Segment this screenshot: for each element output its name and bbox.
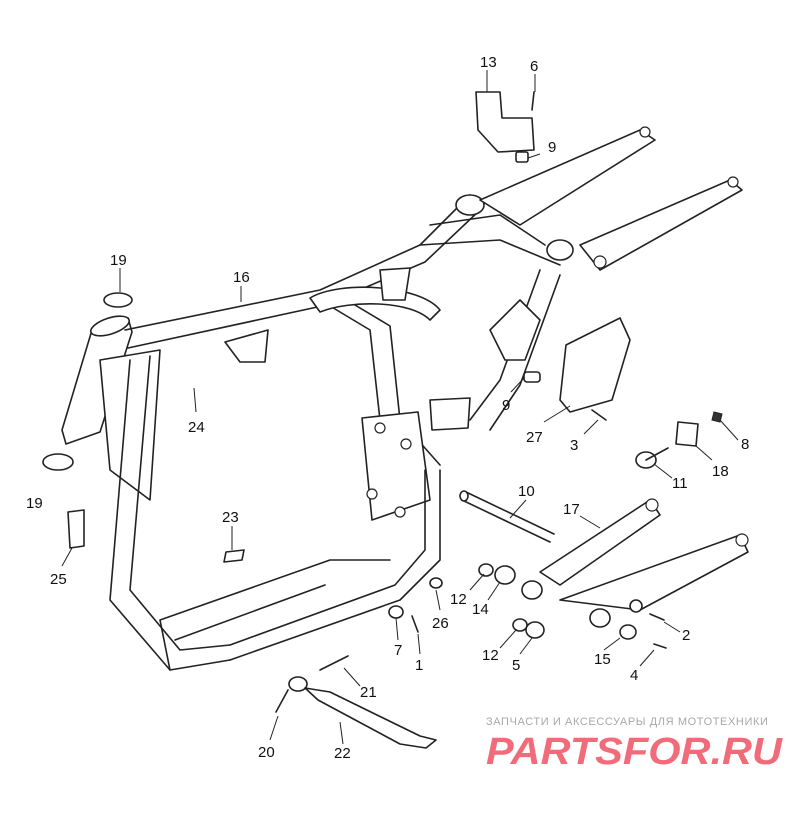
callout-20: 20 xyxy=(258,744,275,761)
leader-lines xyxy=(61,70,739,745)
callout-27: 27 xyxy=(526,429,543,446)
watermark-logo: PARTSFOR.RU xyxy=(486,731,784,773)
callout-9-lower: 9 xyxy=(502,397,510,414)
callout-15: 15 xyxy=(594,651,611,668)
callout-12-upper: 12 xyxy=(450,591,467,608)
callout-9-upper: 9 xyxy=(548,139,556,156)
callout-6: 6 xyxy=(530,58,538,75)
callout-23: 23 xyxy=(222,509,239,526)
callout-17: 17 xyxy=(563,501,580,518)
callout-25: 25 xyxy=(50,571,67,588)
watermark: ЗАПЧАСТИ И АКСЕССУАРЫ ДЛЯ МОТОТЕХНИКИ PA… xyxy=(486,716,786,775)
callout-5: 5 xyxy=(512,657,520,674)
callout-16: 16 xyxy=(233,269,250,286)
callout-21: 21 xyxy=(360,684,377,701)
callout-14: 14 xyxy=(472,601,489,618)
motorcycle-frame xyxy=(61,126,743,671)
callout-4: 4 xyxy=(630,667,638,684)
callout-19-lower: 19 xyxy=(26,495,43,512)
callout-3: 3 xyxy=(570,437,578,454)
callout-11: 11 xyxy=(672,475,688,492)
callout-1: 1 xyxy=(415,657,423,674)
callout-labels: 13 6 9 9 19 19 16 24 27 3 8 11 18 10 17 … xyxy=(26,54,749,762)
callout-24: 24 xyxy=(188,419,205,436)
callout-12-lower: 12 xyxy=(482,647,499,664)
callout-8: 8 xyxy=(741,436,749,453)
callout-13: 13 xyxy=(480,54,497,71)
watermark-caption: ЗАПЧАСТИ И АКСЕССУАРЫ ДЛЯ МОТОТЕХНИКИ xyxy=(486,716,769,728)
callout-10: 10 xyxy=(518,483,535,500)
callout-7: 7 xyxy=(394,642,402,659)
svg-text:PARTSFOR.RU: PARTSFOR.RU xyxy=(486,731,784,770)
callout-19-upper: 19 xyxy=(110,252,127,269)
loose-parts xyxy=(42,91,749,749)
callout-2: 2 xyxy=(682,627,690,644)
callout-18: 18 xyxy=(712,463,729,480)
callout-22: 22 xyxy=(334,745,351,762)
callout-26: 26 xyxy=(432,615,449,632)
